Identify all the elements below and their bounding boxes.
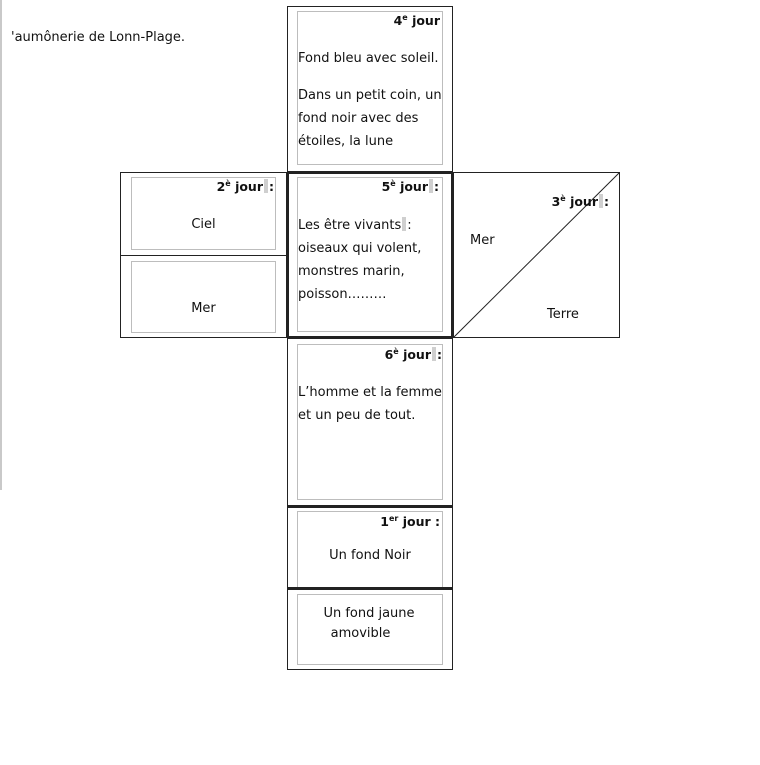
- day4-line1: Fond bleu avec soleil.: [298, 51, 439, 66]
- day6-label: 6è jour:: [384, 346, 442, 362]
- day4-line2: Dans un petit coin, un: [298, 88, 442, 103]
- cell-day2: 2è jour: Ciel: [120, 172, 287, 256]
- format-mark: [429, 179, 433, 193]
- day2-text: Ciel: [191, 217, 216, 232]
- cell-bottom-inner: [297, 594, 443, 665]
- format-mark: [599, 194, 603, 208]
- day3-label: 3è jour:: [551, 193, 609, 209]
- day3-mer: Mer: [470, 233, 495, 248]
- cell-day3: 3è jour: Mer Terre: [453, 172, 620, 338]
- day1-text: Un fond Noir: [329, 548, 411, 563]
- cell-day1-inner: [297, 511, 443, 587]
- mer-left-text: Mer: [191, 301, 216, 316]
- cell-day5: 5è jour: Les être vivants: oiseaux qui v…: [287, 172, 453, 338]
- day5-line1: Les être vivants:: [298, 217, 412, 233]
- format-mark: [432, 347, 436, 361]
- cell-day1: 1er jour : Un fond Noir: [287, 506, 453, 589]
- day2-label: 2è jour:: [216, 178, 274, 194]
- cell-day4: 4e jour Fond bleu avec soleil. Dans un p…: [287, 6, 453, 172]
- day6-line1: L’homme et la femme: [298, 385, 442, 400]
- day6-line2: et un peu de tout.: [298, 408, 416, 423]
- day5-line4: poisson………: [298, 287, 387, 302]
- cell-mer-left-inner: [131, 261, 276, 333]
- left-margin-bar: [0, 0, 2, 490]
- day3-terre: Terre: [547, 307, 579, 322]
- day5-line2: oiseaux qui volent,: [298, 241, 422, 256]
- cell-day6: 6è jour: L’homme et la femme et un peu d…: [287, 338, 453, 506]
- day4-line4: étoiles, la lune: [298, 134, 394, 149]
- day1-label: 1er jour :: [380, 513, 440, 529]
- diagonal-divider: [453, 172, 620, 338]
- day4-label: 4e jour: [393, 12, 440, 28]
- cell-mer-left: Mer: [120, 255, 287, 338]
- cell-bottom: Un fond jaune amovible: [287, 589, 453, 670]
- header-text-fragment: 'aumônerie de Lonn-Plage.: [11, 30, 186, 45]
- day4-line3: fond noir avec des: [298, 111, 419, 126]
- format-mark: [402, 217, 407, 231]
- bottom-line1: Un fond jaune: [323, 606, 415, 621]
- cell-day2-inner: [131, 177, 276, 250]
- cell-day4-inner: [297, 11, 443, 165]
- day5-line3: monstres marin,: [298, 264, 405, 279]
- day5-label: 5è jour:: [381, 178, 439, 194]
- cell-day5-inner: [297, 177, 443, 332]
- bottom-line2: amovible: [330, 626, 391, 641]
- cell-day6-inner: [297, 344, 443, 500]
- format-mark: [264, 179, 268, 193]
